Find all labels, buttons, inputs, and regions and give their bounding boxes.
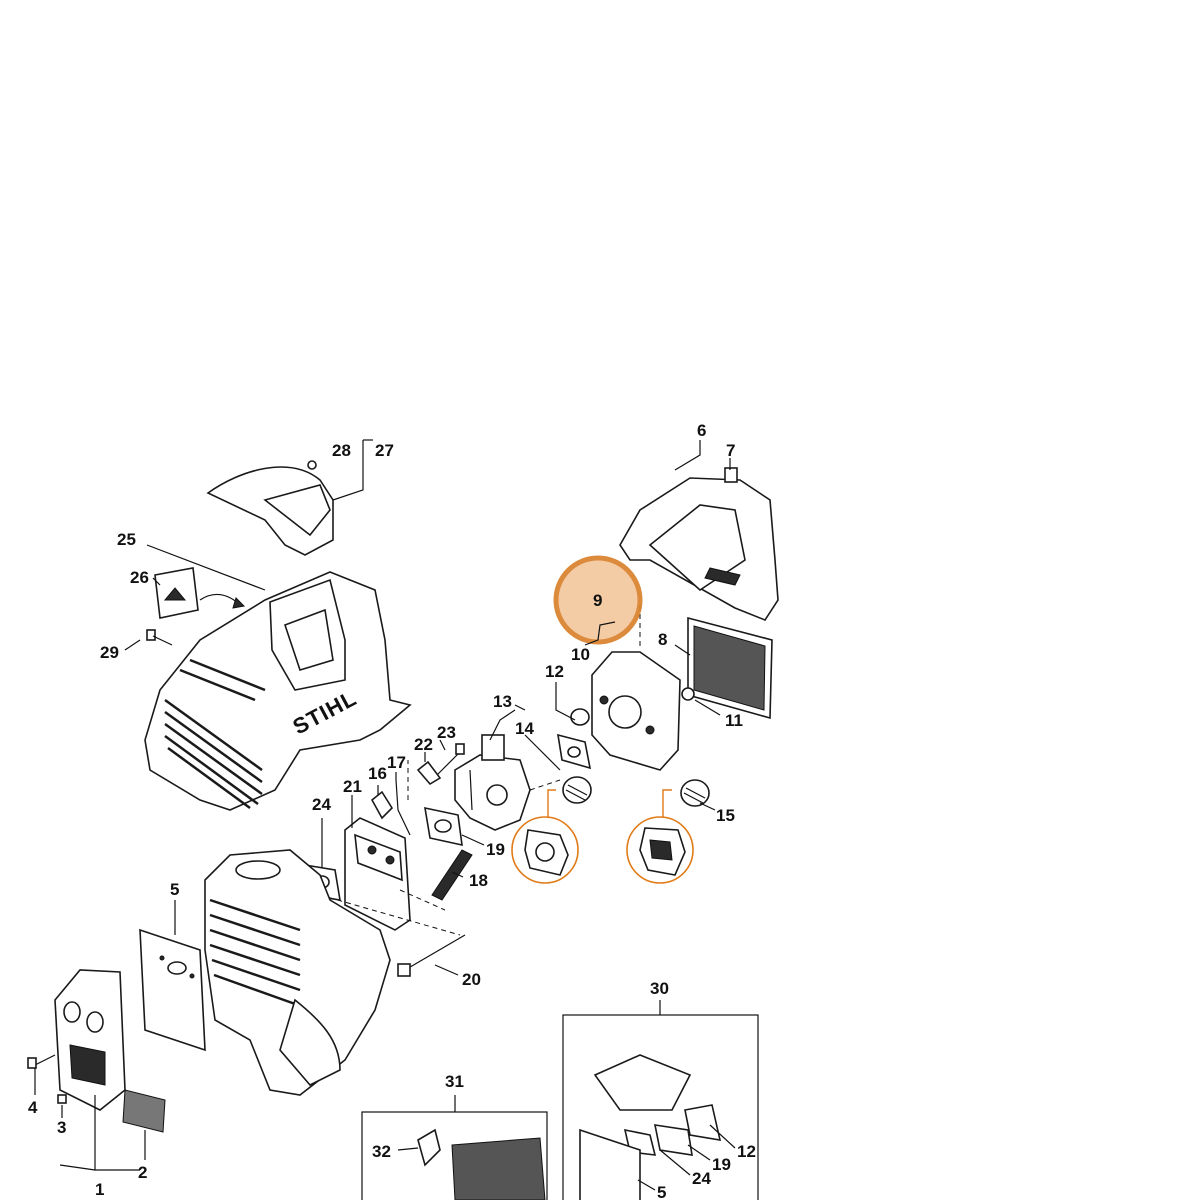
callout-8[interactable]: 8 [658,630,667,649]
screw-7-part[interactable] [724,467,738,483]
callout-23[interactable]: 23 [437,723,456,742]
label-arrow [199,593,239,604]
callout-17[interactable]: 17 [387,753,406,772]
shroud-cover-part[interactable] [206,460,334,556]
alignment-lines [319,605,641,936]
intake-flange-part[interactable] [344,817,411,931]
screw-29-part[interactable] [146,629,173,646]
detail-arrow-right [662,789,672,818]
gasket-19-part[interactable] [424,806,463,847]
callout-29[interactable]: 29 [100,643,119,662]
callout-28[interactable]: 28 [332,441,351,460]
callout-7[interactable]: 7 [726,441,735,460]
callout-13[interactable]: 13 [493,692,512,711]
screw-4-part[interactable] [27,1054,56,1069]
filter-base-part[interactable] [591,651,681,771]
callout-10[interactable]: 10 [571,645,590,664]
kit30-callout-5[interactable]: 5 [657,1183,666,1200]
kit30-callout-19[interactable]: 19 [712,1155,731,1174]
warning-label-part[interactable] [154,567,199,619]
callout-27[interactable]: 27 [375,441,394,460]
bracket-16-part[interactable] [370,790,394,820]
nut-11-part[interactable] [681,687,695,701]
callout-18[interactable]: 18 [469,871,488,890]
callout-25[interactable]: 25 [117,530,136,549]
tube-18-part[interactable] [431,849,473,901]
callout-9[interactable]: 9 [593,591,602,610]
kit30-callout-12[interactable]: 12 [737,1142,756,1161]
callout-5[interactable]: 5 [170,880,179,899]
callout-32[interactable]: 32 [372,1142,391,1161]
muffler-part[interactable] [54,969,126,1111]
callout-20[interactable]: 20 [462,970,481,989]
callout-16[interactable]: 16 [368,764,387,783]
callout-14[interactable]: 14 [515,719,534,738]
cap-left-part[interactable] [562,776,592,804]
label-arrowhead [232,597,246,609]
callout-30[interactable]: 30 [650,979,669,998]
screw-20-part[interactable] [397,934,466,977]
screw-3-part[interactable] [57,1094,67,1104]
callout-26[interactable]: 26 [130,568,149,587]
callout-22[interactable]: 22 [414,735,433,754]
spring-17-part[interactable] [395,779,411,836]
callout-12[interactable]: 12 [545,662,564,681]
spark-screen-part[interactable] [122,1089,166,1133]
air-filter-part[interactable] [687,616,773,720]
kit-30-box[interactable] [562,1014,759,1200]
detail-circle-left [511,816,579,884]
callout-6[interactable]: 6 [697,421,706,440]
cap-right-part[interactable] [680,779,710,807]
carburetor-part[interactable] [454,734,531,831]
callout-19[interactable]: 19 [486,840,505,859]
detail-arrow-left [547,789,556,818]
callout-3[interactable]: 3 [57,1118,66,1137]
main-shroud-part[interactable] [144,571,412,811]
kit30-callout-24[interactable]: 24 [692,1169,711,1188]
kit-31-box[interactable] [361,1111,548,1200]
detail-circle-right [626,816,694,884]
callout-24[interactable]: 24 [312,795,331,814]
gasket-14-part[interactable] [557,733,592,770]
screw-23-part[interactable] [436,743,465,776]
air-filter-cover-part[interactable] [619,477,779,621]
callout-4[interactable]: 4 [28,1098,38,1117]
engine-cylinder-part[interactable] [204,849,391,1096]
callout-labels: 28 27 25 26 29 6 7 9 8 10 12 11 13 14 23… [28,421,756,1200]
lever-22-part[interactable] [416,760,442,786]
callout-15[interactable]: 15 [716,806,735,825]
callout-11[interactable]: 11 [725,711,743,730]
muffler-gasket-part[interactable] [139,928,206,1052]
highlight-circle-9[interactable] [553,555,643,645]
callout-21[interactable]: 21 [343,777,362,796]
sleeve-12-part[interactable] [570,708,590,726]
callout-31[interactable]: 31 [445,1072,464,1091]
leader-lines [34,439,736,1191]
callout-1[interactable]: 1 [95,1180,104,1199]
callout-2[interactable]: 2 [138,1163,147,1182]
